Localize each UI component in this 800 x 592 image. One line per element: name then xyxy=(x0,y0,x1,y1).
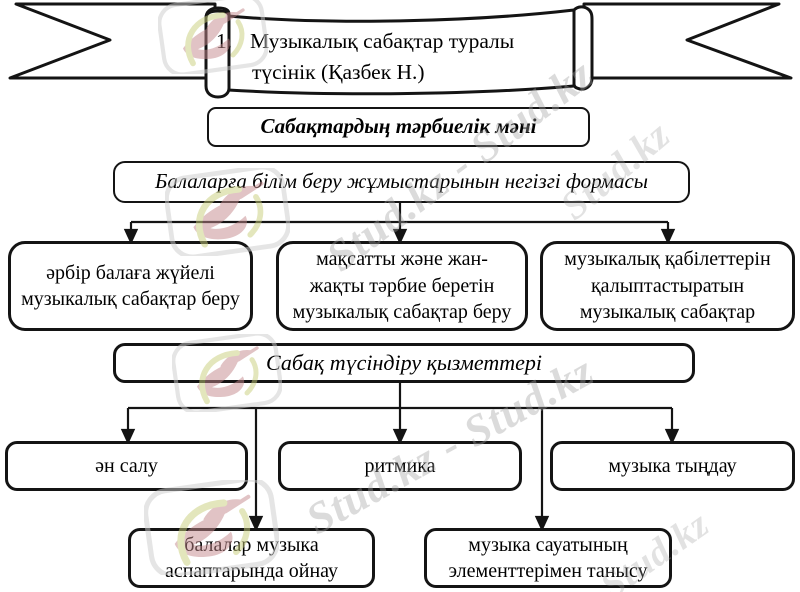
form-box-ability-forming: музыкалық қабілеттерін қалыптастыратын м… xyxy=(540,241,795,331)
banner-title-line1: 1. Музыкалық сабақтар туралы xyxy=(216,26,588,57)
ribbon-right-tail xyxy=(582,2,793,80)
scroll-right-roll xyxy=(572,5,594,91)
forms-header-box: Балаларға білім беру жұмыстарынын негізг… xyxy=(113,161,690,203)
function-box-instruments: балалар музыка аспаптарында ойнау xyxy=(128,528,375,588)
connector-lines-forms xyxy=(123,203,676,245)
banner-title: 1. Музыкалық сабақтар туралы түсінік (Қаз… xyxy=(216,26,588,88)
section-title-box: Сабақтардың тәрбиелік мәні xyxy=(207,107,590,147)
banner-title-text1: Музыкалық сабақтар туралы xyxy=(250,29,515,53)
function-box-listening: музыка тыңдау xyxy=(550,441,795,491)
banner-title-line2: түсінік (Қазбек Н.) xyxy=(252,60,425,84)
function-box-music-literacy: музыка сауатының элементтерімен танысу xyxy=(424,528,672,588)
functions-header-box: Сабақ түсіндіру қызметтері xyxy=(113,343,695,383)
form-box-purposeful-education: мақсатты және жан-жақты тәрбие беретін м… xyxy=(276,241,528,331)
function-box-rhythmics: ритмика xyxy=(278,441,522,491)
banner-number: 1. xyxy=(216,29,233,53)
ribbon-left-tail xyxy=(8,2,217,80)
function-box-singing: ән салу xyxy=(5,441,248,491)
form-box-systematic-lessons: әрбір балаға жүйелі музыкалық сабақтар б… xyxy=(8,241,253,331)
